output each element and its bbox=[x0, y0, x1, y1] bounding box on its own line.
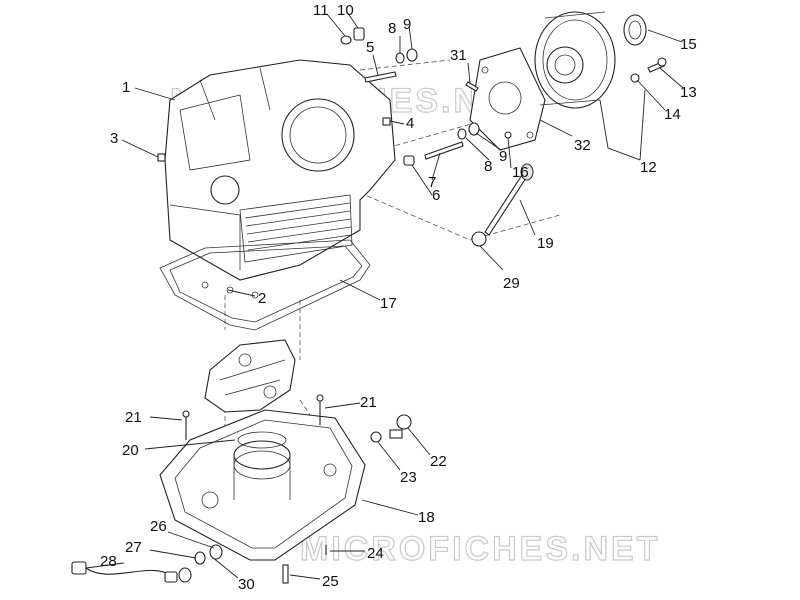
callout-11: 11 bbox=[313, 2, 329, 19]
callout-5: 5 bbox=[366, 39, 374, 56]
crankcase-gasket bbox=[159, 239, 371, 331]
callout-leaders bbox=[85, 11, 684, 580]
callout-2: 2 bbox=[258, 290, 266, 307]
callout-24: 24 bbox=[367, 545, 384, 562]
callout-15: 15 bbox=[680, 36, 697, 53]
callout-10: 10 bbox=[337, 2, 354, 19]
callout-23: 23 bbox=[400, 469, 417, 486]
callout-8-top: 8 bbox=[388, 20, 396, 37]
callout-9-middle: 9 bbox=[499, 148, 507, 165]
callout-30: 30 bbox=[238, 576, 255, 593]
callout-6: 6 bbox=[432, 187, 440, 204]
callout-7: 7 bbox=[428, 174, 436, 191]
watermark-bottom: MICROFICHES.NET bbox=[300, 530, 660, 568]
callout-8-middle: 8 bbox=[484, 158, 492, 175]
callout-4: 4 bbox=[406, 115, 414, 132]
callout-22: 22 bbox=[430, 453, 447, 470]
callout-17: 17 bbox=[380, 295, 397, 312]
crankcase-block bbox=[164, 59, 396, 281]
callout-31: 31 bbox=[450, 47, 467, 64]
callout-32: 32 bbox=[574, 137, 591, 154]
callout-12: 12 bbox=[640, 159, 657, 176]
callout-19: 19 bbox=[537, 235, 554, 252]
callout-9-top: 9 bbox=[403, 16, 411, 33]
callout-13: 13 bbox=[680, 84, 697, 101]
callout-labels: 1 2 3 4 5 6 7 8 8 9 9 10 11 12 13 14 15 … bbox=[100, 2, 697, 593]
callout-14: 14 bbox=[664, 106, 681, 123]
callout-28: 28 bbox=[100, 553, 117, 570]
oil-seal bbox=[623, 14, 647, 46]
callout-18: 18 bbox=[418, 509, 435, 526]
callout-25: 25 bbox=[322, 573, 339, 590]
callout-16: 16 bbox=[512, 164, 529, 181]
oil-sump bbox=[159, 409, 366, 561]
front-cover bbox=[534, 11, 616, 109]
callout-20: 20 bbox=[122, 442, 139, 459]
callout-1: 1 bbox=[122, 79, 130, 96]
callout-29: 29 bbox=[503, 275, 520, 292]
callout-21-right: 21 bbox=[360, 394, 377, 411]
oil-pump-assembly bbox=[204, 339, 296, 413]
callout-26: 26 bbox=[150, 518, 167, 535]
callout-27: 27 bbox=[125, 539, 142, 556]
callout-21-left: 21 bbox=[125, 409, 142, 426]
gasket-plate bbox=[469, 47, 546, 151]
small-hardware bbox=[71, 27, 667, 584]
callout-3: 3 bbox=[110, 130, 118, 147]
